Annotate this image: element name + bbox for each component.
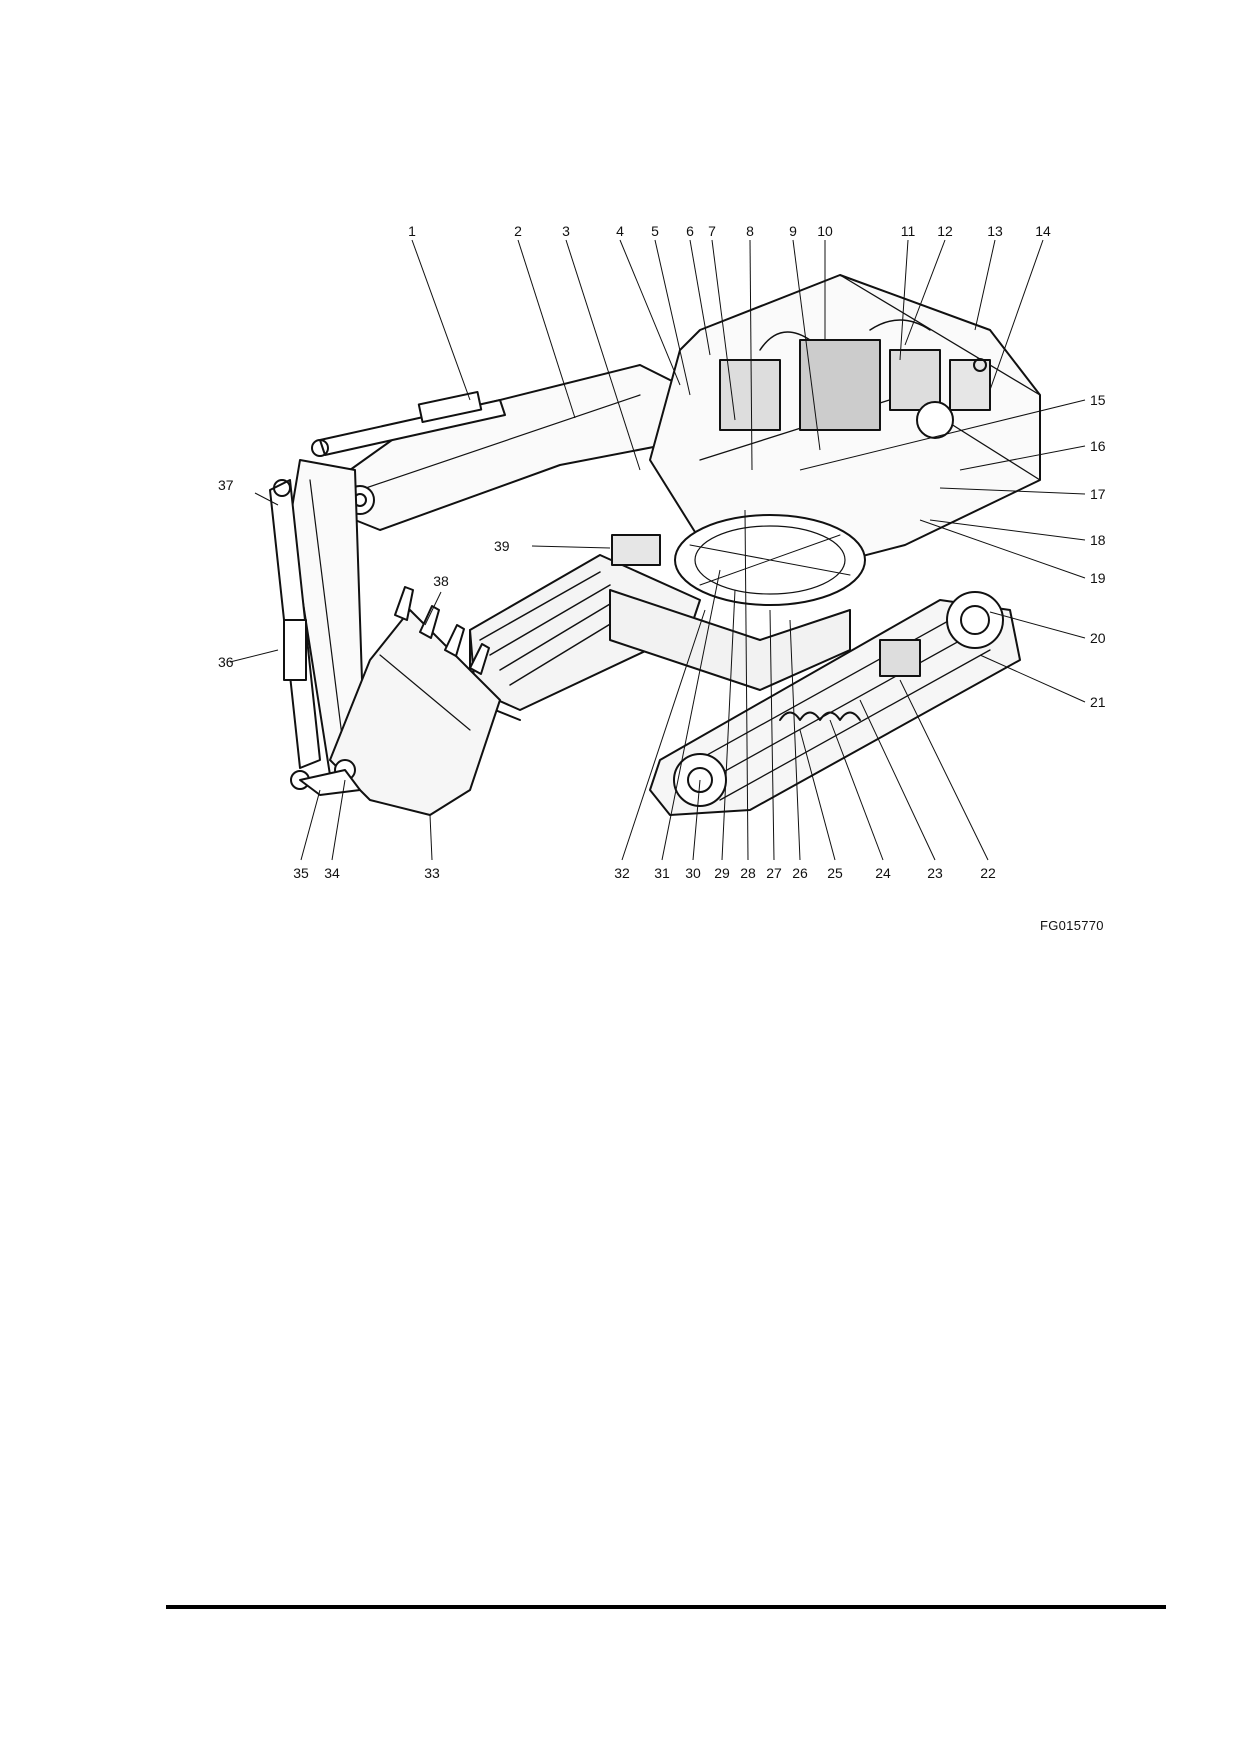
callout-31: 31 [654,865,670,881]
callouts-top: 1 2 3 4 5 6 7 8 9 10 11 12 13 14 [408,223,1051,239]
callout-3: 3 [562,223,570,239]
callout-19: 19 [1090,570,1106,586]
bucket [290,586,501,816]
callout-26: 26 [792,865,808,881]
callouts-inner: 38 39 [433,538,510,589]
callout-12: 12 [937,223,953,239]
callout-39: 39 [494,538,510,554]
callout-10: 10 [817,223,833,239]
carbody [609,589,851,691]
boom [345,364,691,531]
callout-27: 27 [766,865,782,881]
callout-23: 23 [927,865,943,881]
upper-structure [649,274,1041,581]
callout-14: 14 [1035,223,1051,239]
callout-11: 11 [901,223,916,239]
callout-13: 13 [987,223,1003,239]
callout-6: 6 [686,223,694,239]
callout-35: 35 [293,865,309,881]
callout-8: 8 [746,223,754,239]
callout-37: 37 [218,477,234,493]
callout-22: 22 [980,865,996,881]
callout-36: 36 [218,654,234,670]
callouts-bottom: 22 23 24 25 26 27 28 29 30 31 32 33 34 3… [293,865,996,881]
callout-33: 33 [424,865,440,881]
callout-21: 21 [1090,694,1106,710]
callout-32: 32 [614,865,630,881]
callout-25: 25 [827,865,843,881]
callout-1: 1 [408,223,416,239]
callout-2: 2 [514,223,522,239]
figure-code: FG015770 [1040,918,1104,933]
callout-30: 30 [685,865,701,881]
callout-20: 20 [1090,630,1106,646]
callout-16: 16 [1090,438,1106,454]
callout-28: 28 [740,865,756,881]
swing-bearing [674,514,866,606]
component-39 [611,534,661,566]
callout-18: 18 [1090,532,1106,548]
near-track [649,591,1021,816]
callout-34: 34 [324,865,340,881]
callouts-right: 15 16 17 18 19 20 21 [1090,392,1106,710]
excavator-illustration [269,274,1041,816]
callout-24: 24 [875,865,891,881]
callouts-left: 36 37 [218,477,234,670]
callout-5: 5 [651,223,659,239]
leader-lines [229,239,1086,861]
callout-7: 7 [708,223,716,239]
footer-rule [166,1605,1166,1609]
bucket-cylinder [269,479,321,769]
callout-4: 4 [616,223,624,239]
callout-38: 38 [433,573,449,589]
callout-29: 29 [714,865,730,881]
callout-9: 9 [789,223,797,239]
callout-17: 17 [1090,486,1106,502]
callout-15: 15 [1090,392,1106,408]
boom-cylinder [311,390,506,457]
